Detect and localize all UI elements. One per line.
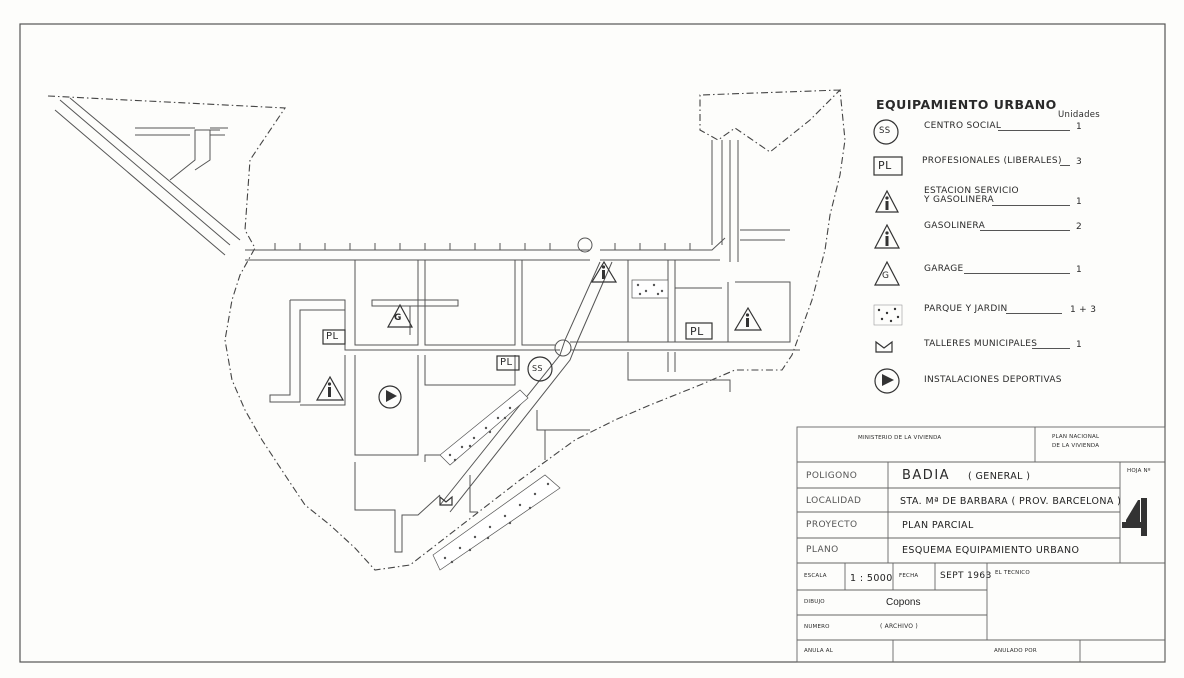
map-garage-label: G (394, 313, 402, 323)
proyecto-value: PLAN PARCIAL (902, 520, 974, 531)
garage-icon (386, 303, 414, 328)
ss-circle-icon (527, 356, 553, 382)
plan-line2-label: DE LA VIVIENDA (1052, 443, 1100, 449)
legend-label: INSTALACIONES DEPORTIVAS (924, 375, 1062, 385)
site-boundary (47, 88, 846, 571)
pl-box-icon (685, 322, 713, 340)
legend-label: ESTACION SERVICIO (924, 186, 1019, 196)
escala-label: ESCALA (804, 573, 827, 579)
sheet-border (19, 23, 1166, 663)
legend-label: PARQUE Y JARDIN (924, 304, 1008, 314)
gas-station-icon (874, 223, 900, 249)
legend-title: EQUIPAMIENTO URBANO (876, 97, 1057, 112)
map-pl-label: PL (326, 331, 339, 342)
legend-label: TALLERES MUNICIPALES (924, 339, 1038, 349)
legend-count: 1 (1076, 197, 1083, 207)
sheet-number-mark (1122, 498, 1147, 536)
hoja-label: HOJA Nº (1127, 468, 1151, 474)
gas-station-icon (315, 375, 345, 401)
poligono-label: POLIGONO (806, 471, 858, 481)
legend-label: GARAGE (924, 264, 964, 274)
legend-units-header: Unidades (1058, 110, 1101, 120)
ministry-label: MINISTERIO DE LA VIVIENDA (858, 435, 942, 441)
legend-count: 1 (1076, 340, 1083, 350)
fecha-label: FECHA (899, 573, 919, 579)
proyecto-label: PROYECTO (806, 520, 858, 530)
pl-box-icon (873, 156, 903, 176)
plan-line1-label: PLAN NACIONAL (1052, 434, 1100, 440)
legend-label: Y GASOLINERA (924, 195, 995, 205)
anulado-label: ANULADO POR (994, 648, 1037, 654)
ss-circle-icon (873, 119, 899, 145)
dibujo-value: Copons (886, 597, 921, 608)
localidad-value: STA. Mª DE BARBARA ( PROV. BARCELONA ) (900, 496, 1122, 507)
main-road (245, 237, 726, 261)
map-ss-label: SS (532, 364, 543, 373)
legend-count: 1 (1076, 265, 1083, 275)
workshop-icon (439, 495, 453, 506)
anula-label: ANULA AL (804, 648, 834, 654)
service-station-icon (590, 260, 618, 283)
localidad-label: LOCALIDAD (806, 496, 862, 506)
legend-icons (873, 119, 903, 394)
poligono-value: BADIA (902, 468, 951, 483)
plano-value: ESQUEMA EQUIPAMIENTO URBANO (902, 545, 1080, 556)
sports-flag-icon (874, 368, 900, 394)
legend-pl-symbol: PL (878, 159, 892, 172)
fecha-value: SEPT 1963 (940, 571, 992, 581)
map-symbols (315, 260, 763, 506)
legend-count: 3 (1076, 157, 1083, 167)
legend-count: 2 (1076, 222, 1083, 232)
map-pl-label: PL (690, 325, 704, 338)
tecnico-label: EL TECNICO (995, 570, 1030, 576)
legend-count: 1 + 3 (1070, 305, 1097, 315)
escala-value: 1 : 5000 (850, 573, 893, 584)
legend-label: PROFESIONALES (LIBERALES) (922, 156, 1062, 166)
archivo-value: ( ARCHIVO ) (880, 623, 918, 630)
legend-label: GASOLINERA (924, 221, 986, 231)
poligono-extra: ( GENERAL ) (968, 471, 1031, 482)
dibujo-label: DIBUJO (804, 599, 825, 605)
legend-label: CENTRO SOCIAL (924, 121, 1002, 131)
gas-station-icon (733, 306, 763, 331)
plano-label: PLANO (806, 545, 839, 555)
legend-ss-symbol: SS (879, 126, 891, 136)
garage-icon (874, 260, 900, 286)
numero-label: NUMERO (804, 624, 830, 630)
pl-box-icon (322, 329, 346, 345)
pl-box-icon (496, 355, 520, 371)
diagonal-avenue (439, 261, 613, 513)
block-grid (269, 229, 800, 553)
park-dots-icon (873, 304, 903, 326)
legend-count: 1 (1076, 122, 1083, 132)
workshop-icon (875, 340, 893, 353)
service-station-icon (875, 189, 899, 213)
sports-flag-icon (378, 385, 402, 409)
legend-g-symbol: G (882, 271, 890, 281)
map-pl-label: PL (500, 357, 513, 368)
